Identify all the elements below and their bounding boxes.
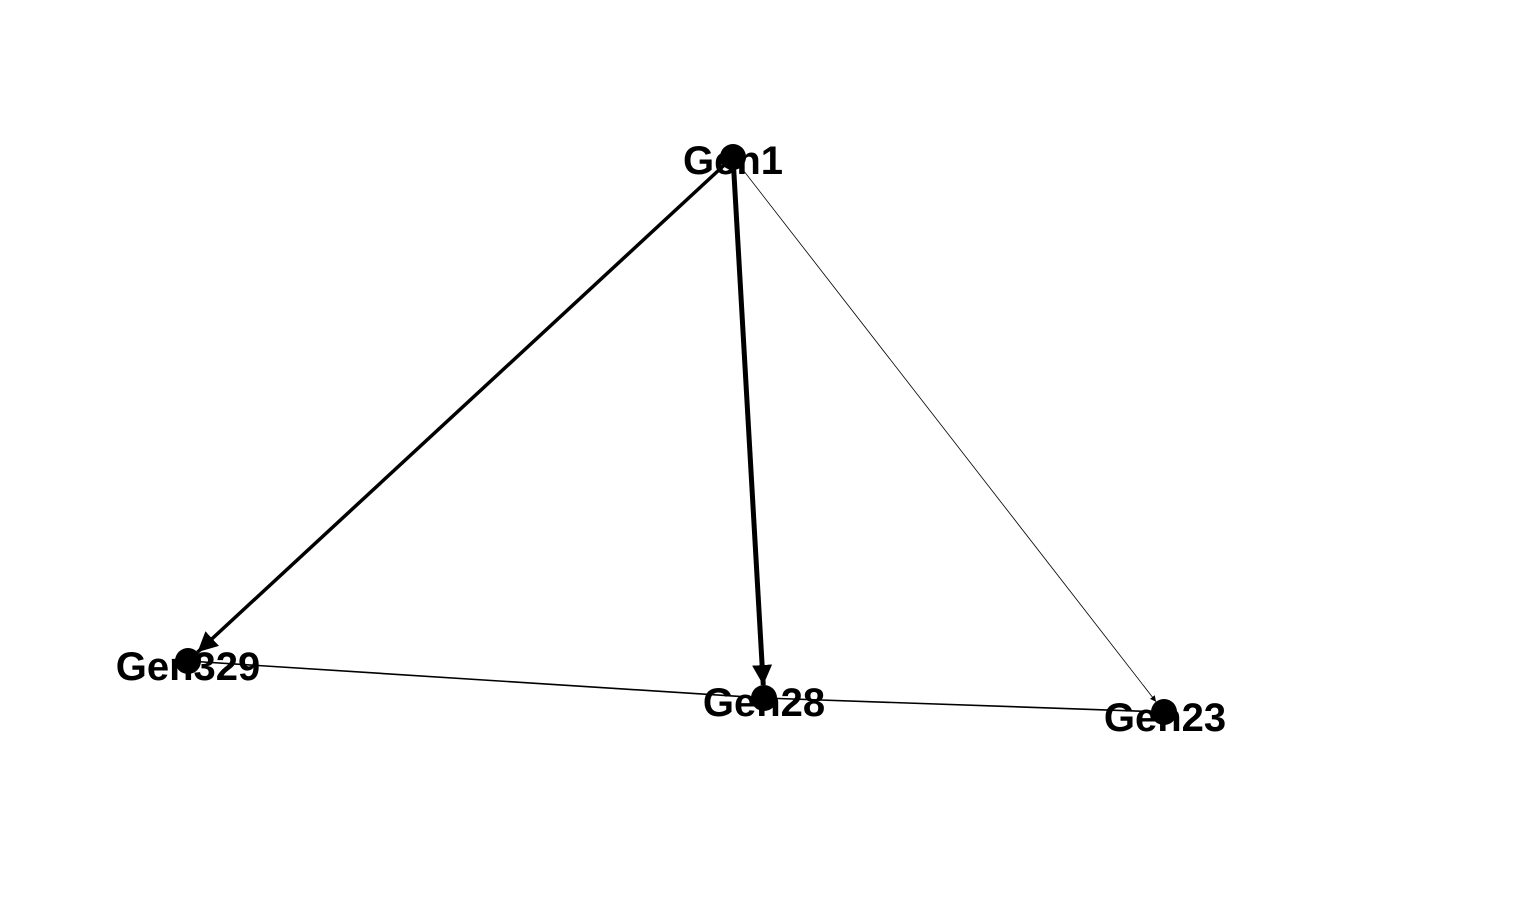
edge-gen1-gen23 — [732, 156, 1157, 702]
edge-gen1-gen329 — [196, 155, 735, 654]
node-gen1 — [720, 144, 746, 170]
labels-layer: Gen1 Gen329 Gen28 Gen23 — [116, 139, 1226, 740]
node-gen23 — [1151, 699, 1177, 725]
node-gen28 — [751, 685, 777, 711]
nodes-layer — [175, 144, 1177, 725]
edges-layer — [187, 155, 1165, 713]
edge-gen329-gen28 — [187, 660, 765, 699]
node-gen329 — [175, 648, 201, 674]
edge-gen1-gen28 — [730, 156, 773, 686]
edge-gen28-gen23 — [763, 697, 1165, 713]
